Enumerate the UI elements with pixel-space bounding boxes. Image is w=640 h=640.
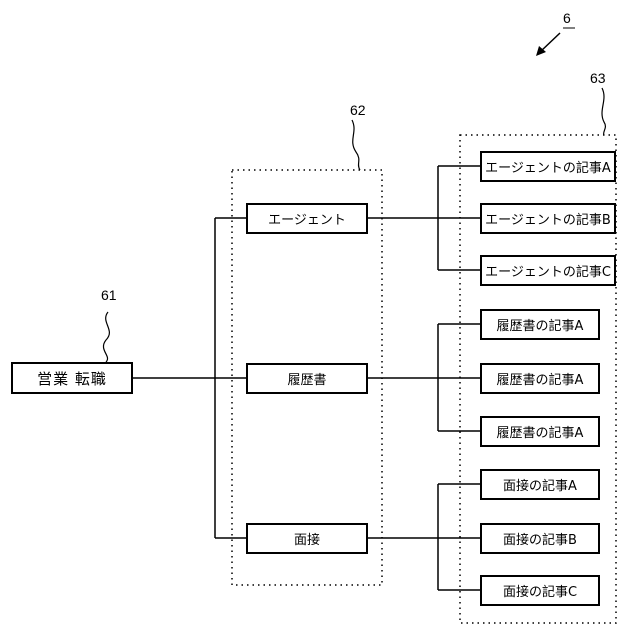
- figure-label: 6: [563, 10, 571, 26]
- leader-62: [352, 120, 360, 170]
- ref-61: 61: [101, 287, 117, 303]
- leader-63: [602, 88, 605, 135]
- figure-arrow: [540, 33, 560, 52]
- node-agent-article-b: エージェントの記事B: [480, 203, 616, 234]
- node-resume-article-3: 履歴書の記事A: [480, 416, 600, 447]
- node-interview: 面接: [246, 523, 368, 554]
- node-interview-article-b: 面接の記事B: [480, 523, 600, 554]
- node-agent: エージェント: [246, 203, 368, 234]
- root-node: 営業 転職: [11, 362, 133, 394]
- ref-62: 62: [350, 102, 366, 118]
- node-resume-article-1: 履歴書の記事A: [480, 309, 600, 340]
- leader-61: [103, 312, 109, 362]
- ref-63: 63: [590, 70, 606, 86]
- node-interview-article-a: 面接の記事A: [480, 469, 600, 500]
- node-interview-article-c: 面接の記事C: [480, 575, 600, 606]
- node-agent-article-c: エージェントの記事C: [480, 255, 616, 286]
- node-resume: 履歴書: [246, 363, 368, 394]
- node-agent-article-a: エージェントの記事A: [480, 151, 616, 182]
- node-resume-article-2: 履歴書の記事A: [480, 363, 600, 394]
